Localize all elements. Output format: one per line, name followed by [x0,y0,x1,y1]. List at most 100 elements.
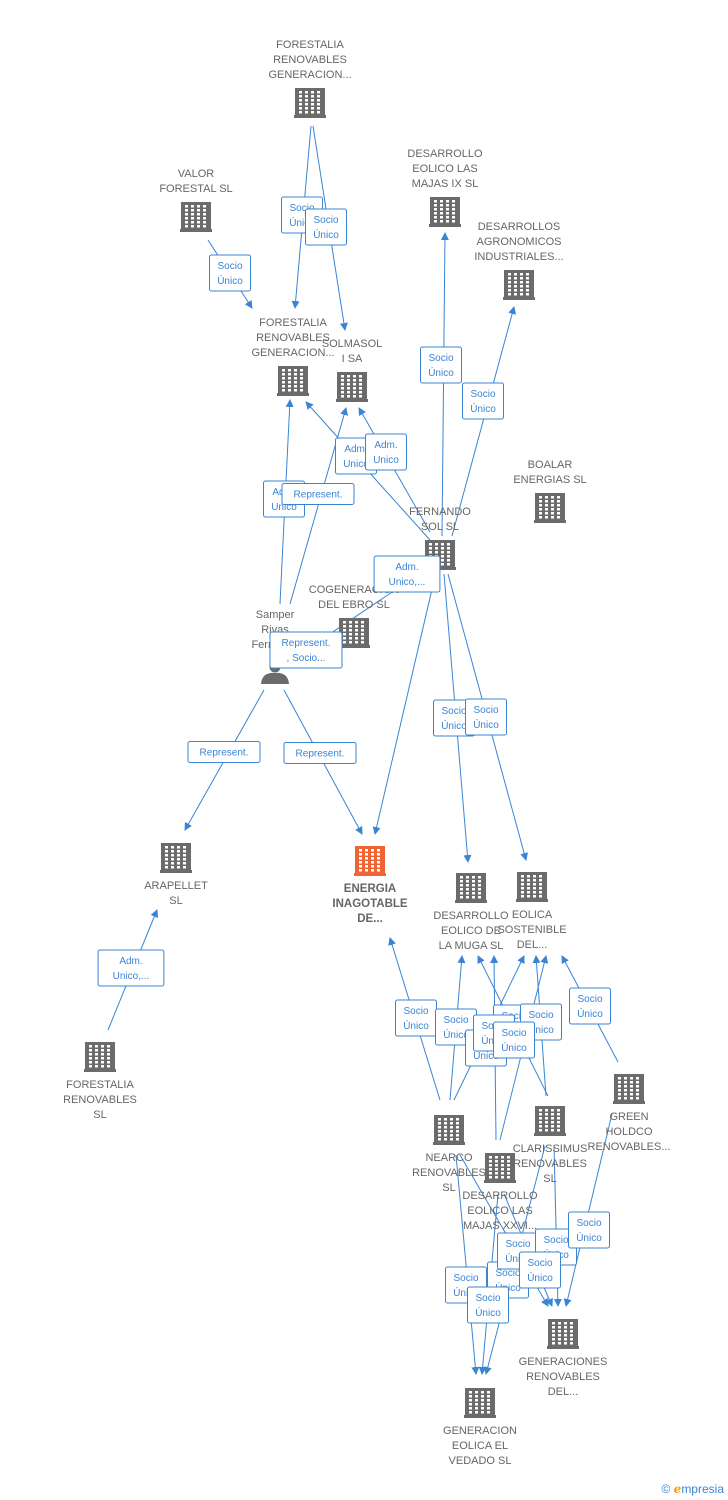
building-window [469,1391,472,1394]
company-icon[interactable] [429,197,461,227]
building-window [558,1322,561,1325]
edge-n8-n4 [451,306,517,537]
building-window [359,869,362,872]
empresia-brand[interactable]: © empresia [661,1482,724,1496]
building-window [539,496,542,499]
building-window [311,103,314,106]
node-n1[interactable]: FORESTALIARENOVABLESGENERACION... [268,39,352,118]
node-label: DESARROLLO [433,910,509,922]
building-window [551,516,554,519]
company-icon[interactable] [433,1115,465,1145]
company-icon[interactable] [84,1042,116,1072]
edge-label-text: Unico,... [113,971,150,982]
building-window [450,1122,453,1125]
focus-company-icon[interactable] [354,846,386,876]
edge-label-n10-n12[interactable]: Represent. [283,742,357,764]
building-window [359,391,362,394]
edge-label-n10-n6[interactable]: Represent. [281,483,355,505]
building-window [456,1118,459,1121]
company-icon[interactable] [180,202,212,232]
company-icon[interactable] [613,1074,645,1104]
node-label: GREEN [609,1111,648,1123]
edge-label-text: Socio [441,706,466,717]
building-window [466,888,469,891]
building-window [501,1176,504,1179]
node-n20[interactable]: GENERACIONESRENOVABLESDEL... [519,1319,608,1398]
company-icon[interactable] [534,1106,566,1136]
building-window [165,862,168,865]
building-window [456,1126,459,1129]
building-window [539,508,542,511]
building-window [545,500,548,503]
node-n4[interactable]: DESARROLLOSAGRONOMICOSINDUSTRIALES... [474,221,564,300]
building-window [527,887,530,890]
building-window [452,212,455,215]
company-icon[interactable] [534,493,566,523]
building-window [197,209,200,212]
building-window [365,857,368,860]
company-icon[interactable] [455,873,487,903]
building-window [472,888,475,891]
company-icon[interactable] [294,88,326,118]
node-label: RENOVABLES [256,332,330,344]
building-window [171,846,174,849]
node-n16[interactable]: GREENHOLDCORENOVABLES... [588,1074,671,1153]
building-window [107,1057,110,1060]
building-window [440,216,443,219]
company-icon[interactable] [503,270,535,300]
node-n12[interactable]: ENERGIAINAGOTABLEDE... [332,846,408,925]
building-base [429,224,461,227]
building-window [311,91,314,94]
building-window [624,1077,627,1080]
edge-label-n10-n8[interactable]: Represent., Socio... [269,631,343,669]
edge-label-text: Socio [443,1015,468,1026]
copyright-symbol: © [661,1482,671,1496]
edge-label-text: Único [428,366,454,379]
company-icon[interactable] [516,872,548,902]
building-window [447,543,450,546]
company-icon[interactable] [464,1388,496,1418]
edge-label-text: Represent. [296,749,345,760]
company-icon[interactable] [484,1153,516,1183]
edge-label-n8-n6[interactable]: Adm.Unico [365,433,407,471]
company-icon[interactable] [160,843,192,873]
company-icon[interactable] [277,366,309,396]
node-n14[interactable]: EOLICASOSTENIBLEDEL... [497,872,567,951]
company-icon[interactable] [338,618,370,648]
company-icon[interactable] [336,372,368,402]
building-window [557,1129,560,1132]
edge-label-n10-n11[interactable]: Represent. [187,741,261,763]
building-window [501,1172,504,1175]
building-window [630,1093,633,1096]
edge-label-n8-n12[interactable]: Adm.Unico,... [373,555,441,593]
building-window [539,891,542,894]
building-window [551,1129,554,1132]
node-n5[interactable]: FORESTALIARENOVABLESGENERACION... [251,317,335,396]
company-icon[interactable] [547,1319,579,1349]
edge-label-n15-n11[interactable]: Adm.Unico,... [97,949,165,987]
edge-label-box [569,987,611,1025]
edge-label-text: Único [527,1271,553,1284]
